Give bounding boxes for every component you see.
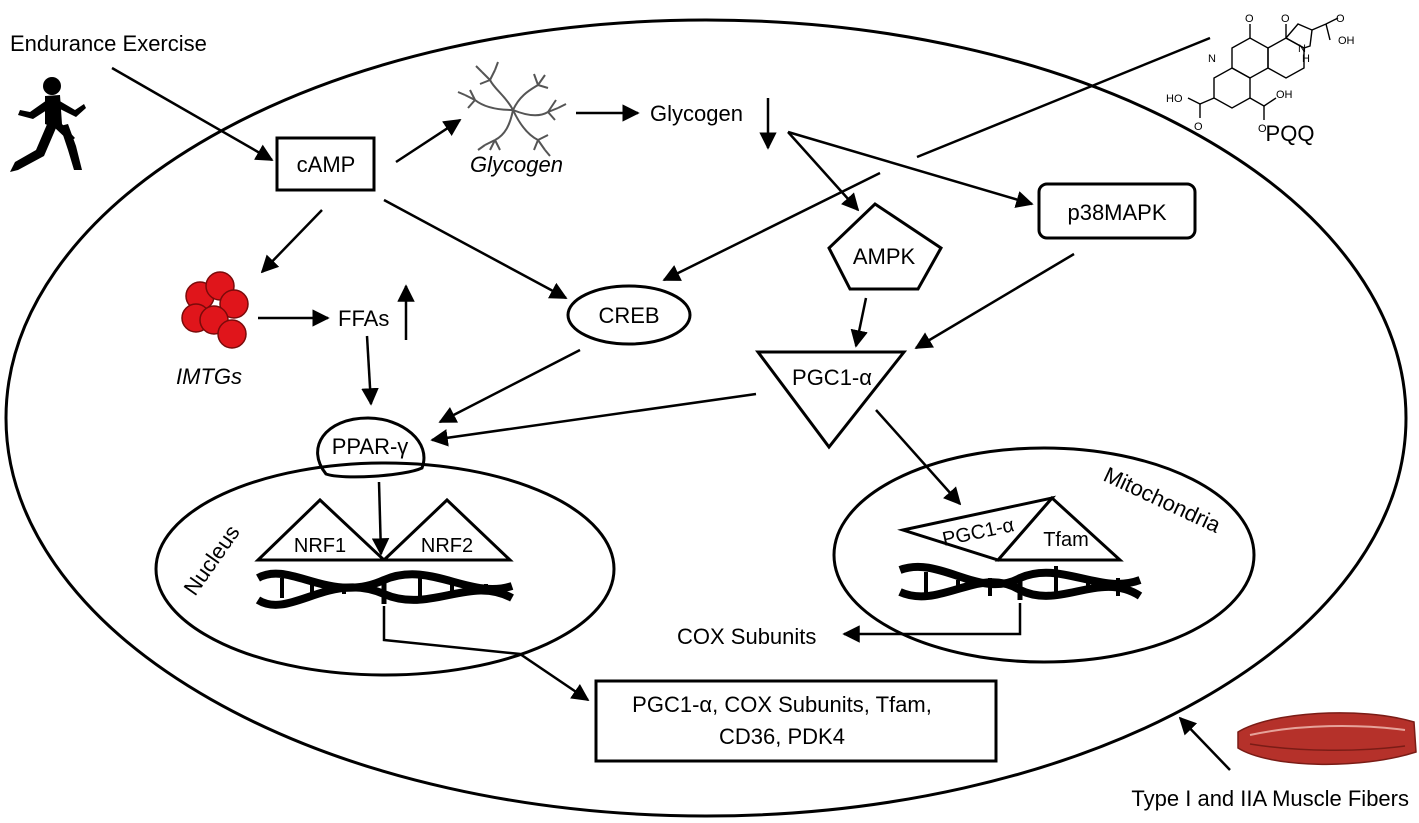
gene-products-box [594,679,998,763]
arrow-camp-to-imtgs [260,209,323,274]
p38mapk-box [1037,182,1197,240]
arrow-glycogen-to-p38mapk [787,130,1034,208]
tfam-label: Tfam [1043,529,1089,551]
pqq-atom-o: O [1245,13,1254,25]
nrf2-triangle [380,497,514,562]
nrf1-triangle [254,497,388,562]
pqq-atom-o: O [1336,13,1345,25]
arrow-pgc1a-to-mitochondria [875,409,962,506]
pgc1a-label: PGC1-α [792,365,872,390]
arrow-camp-to-glycogen [395,118,462,164]
muscle-fiber-icon [1237,712,1417,766]
glycogen-label: Glycogen [650,101,743,126]
gene-products-line1: PGC1-α, COX Subunits, Tfam, [632,692,932,717]
ampk-pentagon [827,202,943,291]
arrow-muscle-fibers-to-cell [1178,716,1231,771]
muscle-fibers-label: Type I and IIA Muscle Fibers [1131,786,1409,811]
glycogen-granule-icon [457,61,567,157]
pqq-label: PQQ [1266,121,1315,146]
pqq-atom-labels: O O N H N OH O HO O OH O [1166,13,1355,135]
arrow-ffas-to-ppar [361,335,379,406]
arrow-mitochondria-to-cox [842,603,1022,643]
pqq-atom-oh: OH [1338,35,1355,47]
nrf2-label: NRF2 [421,535,473,557]
runner-icon [10,77,86,172]
nucleus-dna-helix [255,569,514,609]
camp-label: cAMP [297,152,356,177]
mitochondria-dna-helix [898,562,1143,601]
pqq-atom-o: O [1194,121,1203,133]
pqq-atom-o: O [1258,123,1267,135]
pqq-atom-oh: OH [1276,89,1293,101]
cox-subunits-label: COX Subunits [677,624,816,649]
camp-box [275,136,376,192]
creb-ellipse [566,284,692,346]
ffas-label: FFAs [338,306,389,331]
endurance-exercise-label: Endurance Exercise [10,31,207,56]
pqq-atom-nh: H [1302,53,1310,65]
p38mapk-label: p38MAPK [1067,200,1166,225]
nucleus-ellipse [154,461,616,677]
mitochondria-ellipse [832,446,1256,664]
creb-label: CREB [598,303,659,328]
pqq-atom-n: N [1208,53,1216,65]
arrow-ppar-to-nrf [371,481,390,556]
glycogen-image-label: Glycogen [470,152,563,177]
imtgs-label: IMTGs [176,364,242,389]
nrf1-label: NRF1 [294,535,346,557]
pqq-atom-ho: HO [1166,93,1183,105]
ppar-gamma-label: PPAR-γ [332,434,409,459]
arrow-nucleus-to-gene-products [382,606,590,702]
gene-products-line2: CD36, PDK4 [719,724,845,749]
arrow-pqq-to-creb [662,171,881,282]
imtg-droplets-icon [181,271,249,349]
arrow-pgc1a-to-ppar [430,392,757,447]
pqq-atom-n: N [1298,43,1306,55]
arrow-p38mapk-to-pgc1a [914,252,1075,350]
pgc1a-mito-triangle [897,495,1057,562]
arrow-glycogen-to-ampk [787,131,860,212]
arrow-camp-to-creb [383,198,568,300]
arrow-creb-to-ppar [438,348,581,424]
mitochondria-label: Mitochondria [1100,462,1225,538]
arrows [111,36,1231,771]
arrow-ampk-to-pgc1a [850,297,868,348]
nucleus-label: Nucleus [179,520,245,599]
pgc1a-triangle [755,350,908,450]
ampk-label: AMPK [853,244,916,269]
muscle-cell-outline [4,18,1408,818]
pqq-structure-icon [1187,17,1339,120]
pqq-atom-o: O [1281,13,1290,25]
arrow-exercise-to-camp [111,66,274,162]
line-pqq-upper [916,36,1211,159]
